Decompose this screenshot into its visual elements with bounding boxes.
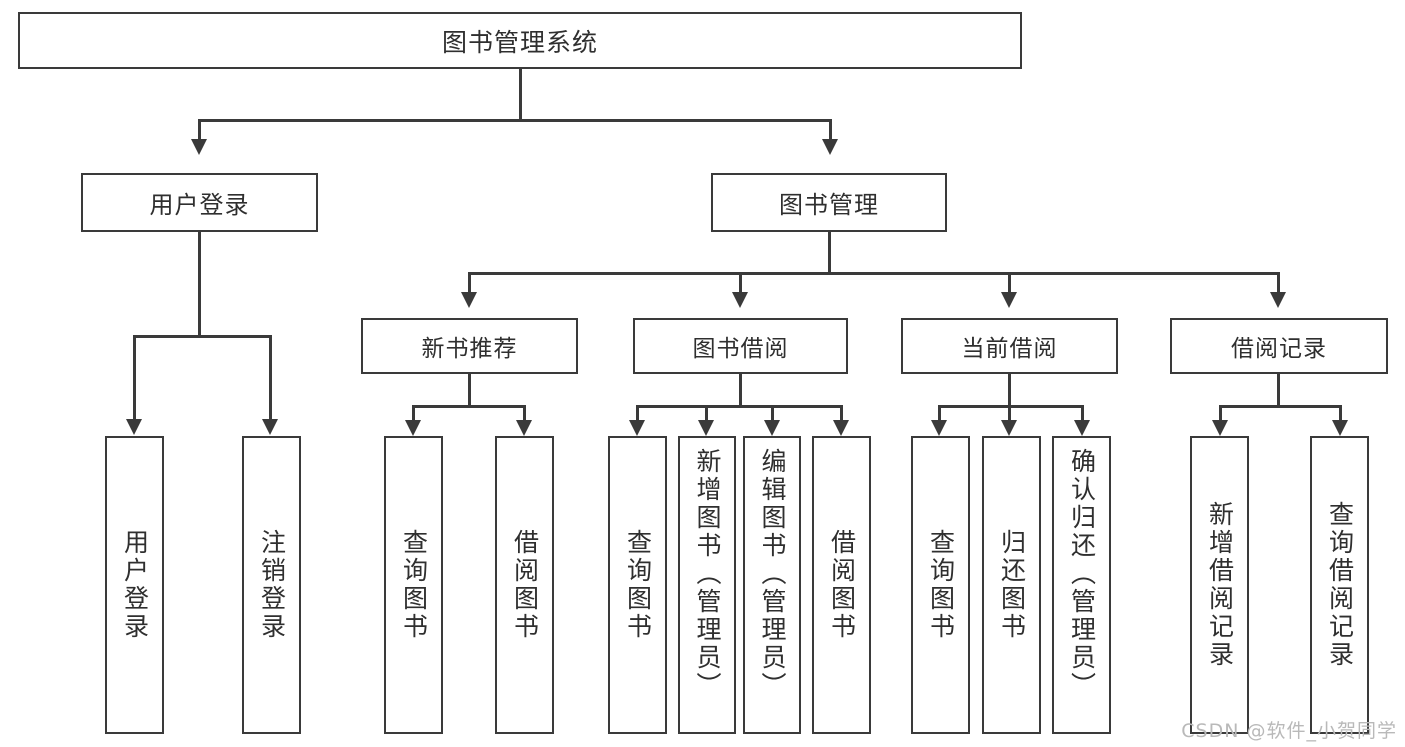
arrowhead-to-user-login: [191, 139, 207, 155]
arrowhead-to-current-borrow: [1001, 292, 1017, 308]
node-label: 查询图书: [926, 529, 956, 641]
node-label: 注销登录: [257, 529, 287, 641]
node-book-borrow[interactable]: 图书借阅: [633, 318, 848, 374]
node-book-manage[interactable]: 图书管理: [711, 173, 947, 232]
leaf-return-book[interactable]: 归还图书: [982, 436, 1041, 734]
connector-level3-drop-1: [739, 272, 742, 294]
node-label: 用户登录: [149, 191, 250, 219]
leaf-logout[interactable]: 注销登录: [242, 436, 301, 734]
connector-user-login-drop-0: [133, 335, 136, 420]
connector-book-borrow-drop-0: [636, 405, 639, 421]
connector-book-borrow-drop-2: [771, 405, 774, 421]
arrowhead-leaf-add-record: [1212, 420, 1228, 436]
connector-new-book-drop-0: [412, 405, 415, 421]
connector-level3-drop-3: [1277, 272, 1280, 294]
node-label: 查询图书: [623, 529, 653, 641]
node-label: 查询借阅记录: [1325, 501, 1355, 669]
connector-borrow-record-drop-0: [1219, 405, 1222, 421]
connector-book-borrow-stem: [739, 374, 742, 407]
arrowhead-to-new-book: [461, 292, 477, 308]
csdn-watermark: CSDN @软件_小贺同学: [1181, 720, 1397, 742]
arrowhead-leaf-confirm-return: [1074, 420, 1090, 436]
connector-book-borrow-bus: [636, 405, 842, 408]
connector-level3-drop-0: [468, 272, 471, 294]
leaf-query-book-borrow[interactable]: 查询图书: [608, 436, 667, 734]
connector-new-book-drop-1: [523, 405, 526, 421]
connector-user-login-drop-1: [269, 335, 272, 420]
leaf-add-borrow-record[interactable]: 新增借阅记录: [1190, 436, 1249, 734]
node-new-book-recommend[interactable]: 新书推荐: [361, 318, 578, 374]
node-label: 确认归还（管理员）: [1067, 448, 1097, 700]
connector-new-book-bus: [412, 405, 525, 408]
node-label: 新增借阅记录: [1205, 501, 1235, 669]
node-label: 图书管理: [779, 191, 879, 219]
node-label: 新增图书（管理员）: [693, 448, 722, 700]
node-label: 查询图书: [399, 529, 429, 641]
arrowhead-leaf-borrow-book-2: [833, 420, 849, 436]
connector-current-borrow-stem: [1008, 374, 1011, 407]
leaf-borrow-book[interactable]: 借阅图书: [812, 436, 871, 734]
arrowhead-to-book-borrow: [732, 292, 748, 308]
leaf-query-book-new[interactable]: 查询图书: [384, 436, 443, 734]
arrowhead-leaf-query-book-1: [405, 420, 421, 436]
arrowhead-to-book-manage: [822, 139, 838, 155]
leaf-query-borrow-record[interactable]: 查询借阅记录: [1310, 436, 1369, 734]
arrowhead-leaf-query-book-2: [629, 420, 645, 436]
leaf-confirm-return[interactable]: 确认归还（管理员）: [1052, 436, 1111, 734]
connector-current-borrow-bus: [938, 405, 1083, 408]
arrowhead-leaf-borrow-book-1: [516, 420, 532, 436]
arrowhead-leaf-user-login: [126, 419, 142, 435]
arrowhead-leaf-add-book: [698, 420, 714, 436]
arrowhead-to-borrow-record: [1270, 292, 1286, 308]
connector-current-borrow-drop-2: [1081, 405, 1084, 421]
node-user-login[interactable]: 用户登录: [81, 173, 318, 232]
connector-root-drop-right: [829, 119, 832, 141]
leaf-borrow-book-new[interactable]: 借阅图书: [495, 436, 554, 734]
node-label: 借阅图书: [827, 529, 857, 641]
leaf-query-book-current[interactable]: 查询图书: [911, 436, 970, 734]
connector-root-bus: [198, 119, 832, 122]
connector-new-book-stem: [468, 374, 471, 407]
arrowhead-leaf-query-record: [1332, 420, 1348, 436]
node-label: 借阅图书: [510, 529, 540, 641]
arrowhead-leaf-return-book: [1001, 420, 1017, 436]
arrowhead-leaf-logout: [262, 419, 278, 435]
node-label: 归还图书: [997, 529, 1027, 641]
node-root-system[interactable]: 图书管理系统: [18, 12, 1022, 69]
node-label: 借阅记录: [1231, 336, 1327, 362]
leaf-user-login[interactable]: 用户登录: [105, 436, 164, 734]
arrowhead-leaf-edit-book: [764, 420, 780, 436]
connector-level3-drop-2: [1008, 272, 1011, 294]
node-label: 新书推荐: [421, 336, 518, 362]
node-label: 当前借阅: [961, 336, 1058, 362]
connector-borrow-record-stem: [1277, 374, 1280, 407]
leaf-edit-book[interactable]: 编辑图书（管理员）: [743, 436, 801, 734]
connector-current-borrow-drop-0: [938, 405, 941, 421]
connector-root-drop-left: [198, 119, 201, 141]
connector-current-borrow-drop-1: [1008, 405, 1011, 421]
connector-root-stem: [519, 69, 522, 121]
connector-borrow-record-bus: [1219, 405, 1341, 408]
node-label: 图书借阅: [692, 336, 789, 362]
node-borrow-record[interactable]: 借阅记录: [1170, 318, 1388, 374]
node-current-borrow[interactable]: 当前借阅: [901, 318, 1118, 374]
connector-book-borrow-drop-3: [840, 405, 843, 421]
connector-user-login-bus: [133, 335, 270, 338]
node-label: 编辑图书（管理员）: [758, 448, 787, 700]
arrowhead-leaf-query-book-3: [931, 420, 947, 436]
connector-book-manage-stem: [828, 232, 831, 274]
node-label: 图书管理系统: [441, 27, 598, 57]
leaf-add-book[interactable]: 新增图书（管理员）: [678, 436, 736, 734]
node-label: 用户登录: [120, 529, 150, 641]
connector-level3-bus: [468, 272, 1280, 275]
connector-user-login-stem: [198, 232, 201, 337]
connector-book-borrow-drop-1: [705, 405, 708, 421]
connector-borrow-record-drop-1: [1339, 405, 1342, 421]
